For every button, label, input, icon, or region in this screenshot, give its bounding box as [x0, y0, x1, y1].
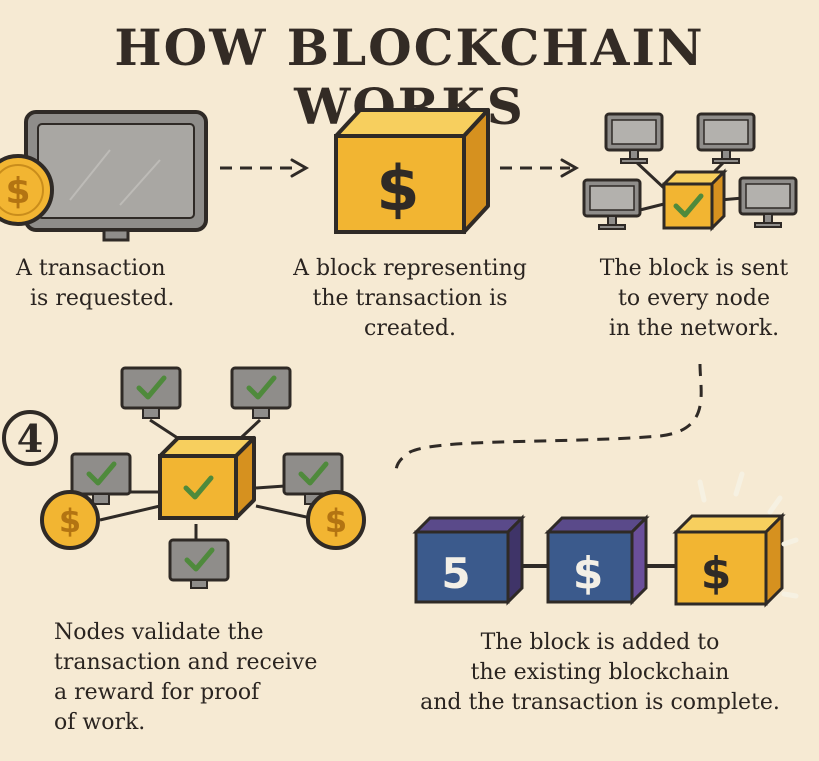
caption-line: and the transaction is complete. — [420, 690, 780, 715]
step5-chain: 5 $ $ — [412, 471, 799, 608]
step1-caption: A transaction is requested. — [16, 254, 174, 314]
caption-line: transaction and receive — [54, 650, 318, 675]
caption-line: Nodes validate the — [54, 620, 264, 645]
arrow-head — [560, 158, 580, 178]
node-monitor-icon — [582, 178, 642, 231]
coin-symbol: $ — [59, 502, 81, 540]
step1-coin-icon: $ — [0, 154, 54, 226]
caption-line: the transaction is — [312, 286, 508, 311]
step4-network: $ $ — [40, 366, 366, 589]
step4-number-badge: 4 — [2, 410, 58, 466]
caption-line: to every node — [617, 286, 770, 311]
step5-caption: The block is added to the existing block… — [390, 628, 810, 718]
caption-line: a reward for proof — [54, 680, 260, 705]
chain-block-3-label: $ — [701, 548, 732, 599]
step4-number: 4 — [17, 416, 43, 461]
caption-line: The block is added to — [480, 630, 720, 655]
step2-caption: A block representing the transaction is … — [276, 254, 544, 344]
connector-path — [394, 363, 703, 473]
step2-block-icon: $ — [334, 108, 490, 234]
node-monitor-icon — [696, 112, 756, 165]
caption-line: created. — [364, 316, 456, 341]
caption-line: in the network. — [608, 316, 780, 341]
caption-line: A transaction — [16, 256, 166, 281]
caption-line: the existing blockchain — [470, 660, 730, 685]
chain-block-1-label: 5 — [441, 549, 470, 598]
chain-block-2-label: $ — [573, 548, 604, 599]
caption-line: The block is sent — [599, 256, 789, 281]
step3-network — [582, 112, 798, 232]
coin-symbol: $ — [5, 171, 30, 212]
arrow-head — [290, 158, 310, 178]
step3-caption: The block is sent to every node in the n… — [574, 254, 814, 344]
block-symbol: $ — [376, 152, 419, 225]
coin-symbol: $ — [325, 502, 347, 540]
node-monitor-icon — [604, 112, 664, 165]
step4-caption: Nodes validate the transaction and recei… — [54, 618, 317, 738]
caption-line: A block representing — [293, 256, 527, 281]
caption-line: is requested. — [30, 286, 175, 311]
caption-line: of work. — [54, 710, 146, 735]
page-title: HOW BLOCKCHAIN WORKS — [114, 18, 705, 136]
node-monitor-icon — [738, 176, 798, 229]
step1-computer-icon — [24, 110, 208, 242]
